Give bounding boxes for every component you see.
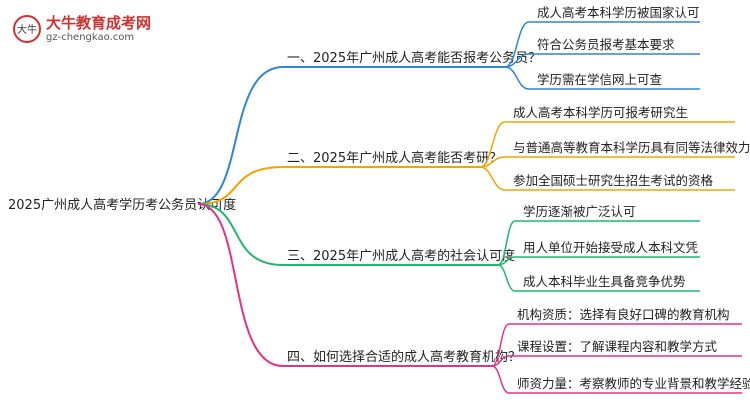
root-topic: 2025广州成人高考学历考公务员认可度 <box>8 197 236 213</box>
branch-connector <box>197 66 284 205</box>
branch-connector <box>197 166 284 205</box>
leaf-topic: 机构资质：选择有良好口碑的教育机构 <box>517 307 730 322</box>
leaf-topic: 用人单位开始接受成人本科文凭 <box>523 240 699 255</box>
branch-connector <box>197 203 284 367</box>
leaf-topic: 参加全国硕士研究生招生考试的资格 <box>513 173 714 188</box>
leaf-topic: 成人高考本科学历可报考研究生 <box>513 105 688 120</box>
leaf-topic: 成人高考本科学历被国家认可 <box>537 5 700 20</box>
child-connector <box>479 166 506 191</box>
leaf-topic: 学历需在学信网上可查 <box>537 72 663 87</box>
branch-label: 二、2025年广州成人高考能否考研？ <box>287 150 502 166</box>
child-connector <box>491 365 510 394</box>
logo-mark-icon: 大牛 <box>13 15 41 43</box>
leaf-topic: 与普通高等教育本科学历具有同等法律效力 <box>513 140 750 155</box>
branch-label: 三、2025年广州成人高考的社会认可度 <box>287 248 515 264</box>
logo-title: 大牛教育成考网 <box>46 14 152 32</box>
branch-label: 四、如何选择合适的成人高考教育机构？ <box>287 349 521 365</box>
child-connector <box>491 323 510 367</box>
branch-connector <box>197 203 284 266</box>
child-connector <box>497 220 516 266</box>
leaf-topic: 成人本科毕业生具备竞争优势 <box>523 274 686 289</box>
leaf-topic: 课程设置：了解课程内容和教学方式 <box>517 339 718 354</box>
child-connector <box>504 66 530 90</box>
child-connector <box>497 264 516 292</box>
leaf-topic: 符合公务员报考基本要求 <box>537 37 675 52</box>
logo-url: gz-chengkao.com <box>46 32 135 43</box>
logo-mark-text: 大牛 <box>17 23 37 36</box>
leaf-topic: 学历逐渐被广泛认可 <box>523 204 636 219</box>
leaf-topic: 师资力量：考察教师的专业背景和教学经验 <box>517 376 750 391</box>
child-connector <box>504 21 530 68</box>
child-connector <box>479 121 506 168</box>
branch-label: 一、2025年广州成人高考能否报考公务员？ <box>287 50 541 66</box>
site-logo[interactable]: 大牛 大牛教育成考网 gz-chengkao.com <box>12 12 162 48</box>
